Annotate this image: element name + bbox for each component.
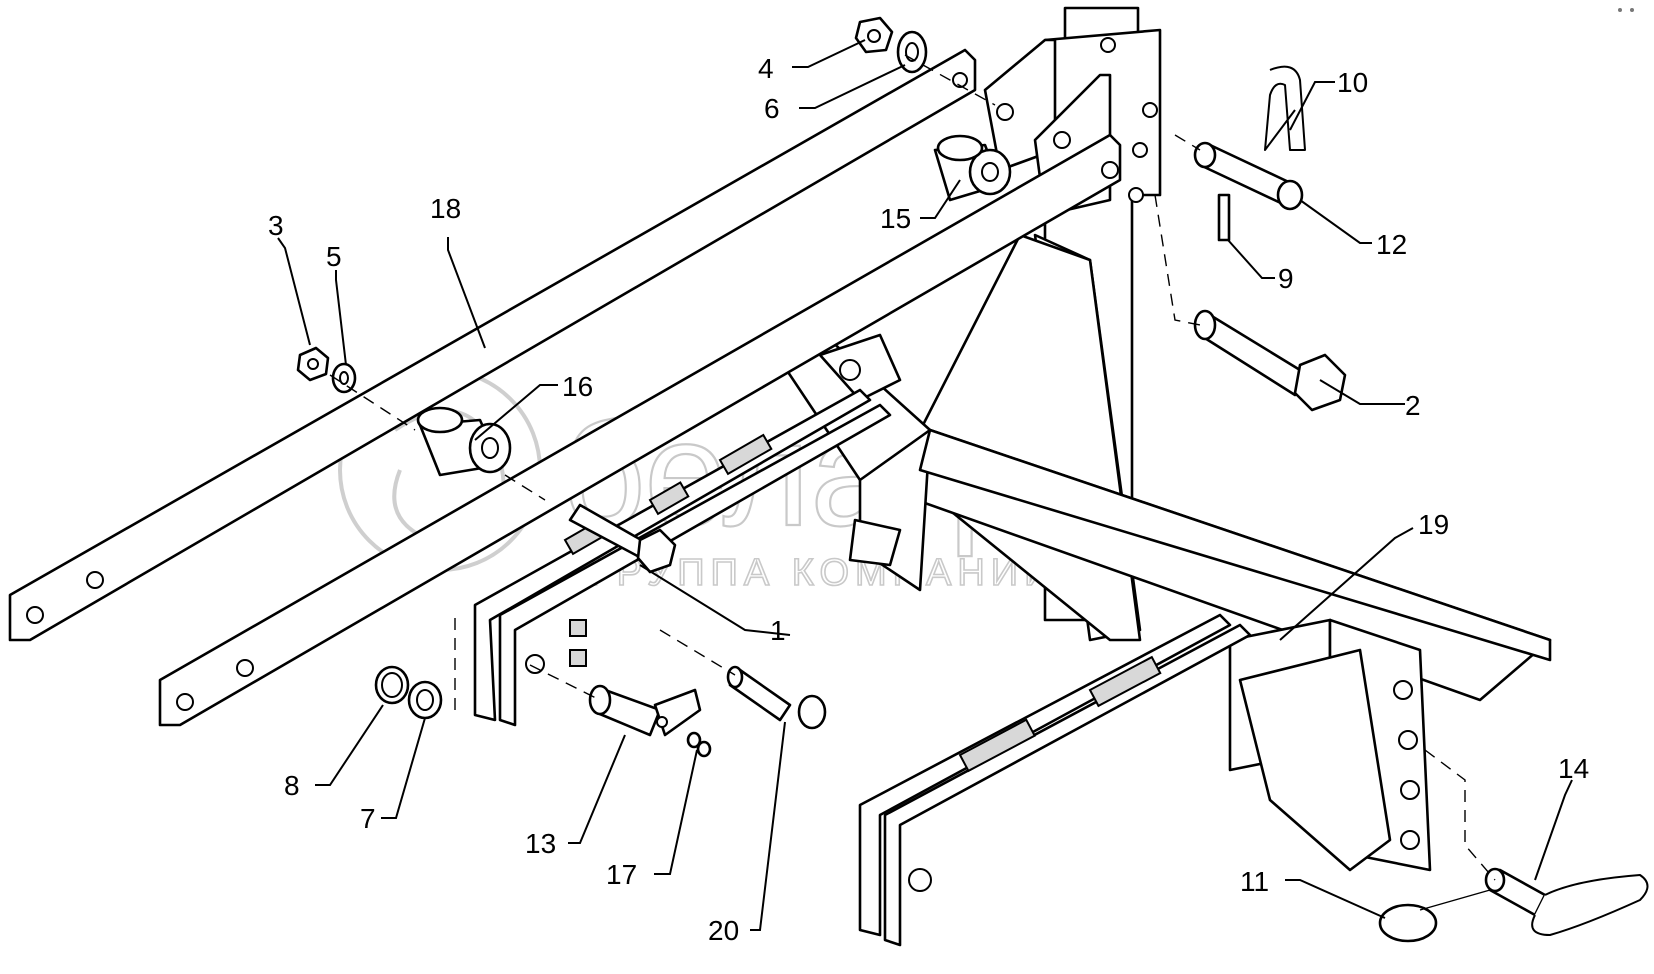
callout-10: 10	[1337, 67, 1368, 98]
pin-20	[726, 665, 827, 730]
callout-5: 5	[326, 241, 342, 272]
ring-11	[1378, 889, 1491, 943]
corner-mark	[1618, 8, 1634, 12]
link-bar-upper	[8, 48, 977, 642]
pin-12	[1193, 141, 1304, 211]
lynch-pin-14	[1484, 867, 1649, 936]
grease-nipple-17	[686, 731, 712, 758]
assembly-axes	[329, 54, 1496, 881]
callout-4: 4	[758, 53, 774, 84]
callout-1: 1	[770, 615, 786, 646]
callout-20: 20	[708, 915, 739, 946]
rings-7-8	[374, 665, 443, 720]
pin-9	[1217, 193, 1231, 242]
bolt-2	[1193, 309, 1347, 412]
callout-13: 13	[525, 828, 556, 859]
lower-plates-right	[858, 613, 1252, 947]
link-bar-lower	[158, 133, 1122, 727]
callout-2: 2	[1405, 390, 1421, 421]
callout-labels: 1 2 3 4 5 6 7 8 9 10 11 12 13 14 15 16 1…	[268, 53, 1589, 946]
callout-6: 6	[764, 93, 780, 124]
callout-17: 17	[606, 859, 637, 890]
leader-lines	[277, 39, 1573, 931]
callout-9: 9	[1278, 263, 1294, 294]
callout-3: 3	[268, 210, 284, 241]
main-frame	[778, 333, 1552, 872]
callout-7: 7	[360, 803, 376, 834]
hair-clip-10	[1264, 65, 1306, 151]
bolt-1	[568, 503, 677, 574]
callout-15: 15	[880, 203, 911, 234]
callout-8: 8	[284, 770, 300, 801]
spacer-16	[416, 406, 512, 477]
nut-4	[854, 16, 894, 54]
callout-14: 14	[1558, 753, 1589, 784]
callout-19: 19	[1418, 509, 1449, 540]
callout-18: 18	[430, 193, 461, 224]
nut-3	[296, 346, 330, 382]
washer-5	[331, 362, 357, 394]
pin-13	[588, 684, 702, 737]
callout-16: 16	[562, 371, 593, 402]
callout-11: 11	[1240, 866, 1269, 897]
spacer-15	[933, 134, 1012, 202]
callout-12: 12	[1376, 229, 1407, 260]
